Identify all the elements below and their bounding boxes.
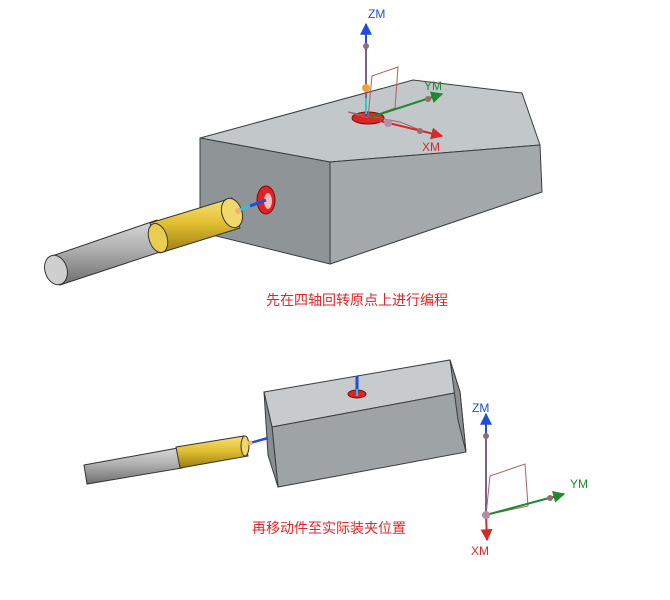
top-z-handle	[363, 43, 369, 49]
top-z-label: ZM	[368, 7, 385, 21]
bottom-x-label: XM	[471, 544, 489, 558]
bottom-fixture	[83, 435, 269, 485]
bottom-y-handle	[547, 495, 553, 501]
gray-rod-2	[83, 447, 183, 485]
top-orange-dot	[362, 84, 370, 92]
block-side-face	[329, 144, 543, 265]
gold-sleeve-end	[147, 222, 169, 254]
spindle2-tip	[247, 440, 253, 446]
block2-left-face	[263, 391, 279, 488]
bottom-origin-handle	[482, 511, 490, 519]
top-csys: ZM YM XM	[347, 7, 444, 154]
top-fixture	[44, 197, 267, 286]
top-y-label: YM	[424, 79, 442, 93]
caption-step1: 先在四轴回转原点上进行编程	[266, 293, 448, 309]
bottom-y-label: YM	[570, 477, 588, 491]
side-hole-inner	[264, 193, 272, 209]
caption-step2: 再移动件至实际装夹位置	[252, 521, 406, 537]
bottom-z-handle	[483, 433, 489, 439]
spindle2-blue	[249, 436, 269, 445]
bottom-workpiece	[263, 359, 467, 488]
spindle-tip	[235, 208, 241, 214]
top-workpiece	[199, 79, 543, 265]
gold-sleeve-2-face	[240, 435, 250, 457]
bottom-z-label: ZM	[472, 401, 489, 415]
top-x-handle	[417, 128, 423, 134]
bottom-csys-plane	[485, 463, 529, 516]
block2-right-face	[449, 359, 467, 453]
gray-rod-end	[44, 254, 68, 286]
bottom-x-axis	[480, 514, 493, 542]
top-y-handle	[425, 96, 431, 102]
bottom-csys: ZM YM XM	[471, 401, 588, 558]
top-x-axis	[367, 117, 444, 140]
spindle-blue	[249, 198, 267, 208]
top-origin-handle	[384, 119, 392, 127]
gold-sleeve-2	[175, 435, 249, 469]
top-x-label: XM	[422, 140, 440, 154]
